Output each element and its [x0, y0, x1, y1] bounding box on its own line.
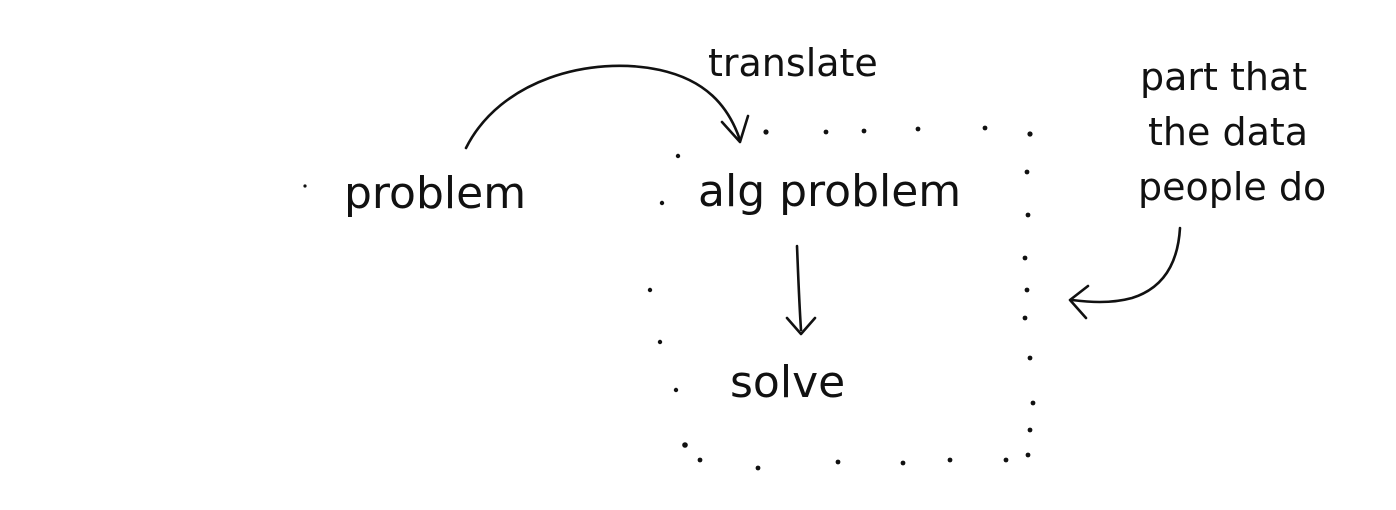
- annotation: part that the data people do: [1138, 55, 1326, 209]
- node-problem: problem: [344, 168, 526, 219]
- node-alg-problem: alg problem: [698, 166, 961, 217]
- annotation-line-2: the data: [1148, 110, 1308, 154]
- solve-arrow: [795, 244, 803, 332]
- annotation-arrowhead: [1068, 284, 1090, 320]
- translate-arrow: [464, 64, 742, 150]
- edge-label-translate: translate: [708, 41, 878, 85]
- dotted-boundary: [303, 125, 1036, 471]
- annotation-arrow: [1070, 226, 1182, 304]
- annotation-line-1: part that: [1140, 55, 1307, 99]
- solve-arrowhead: [785, 316, 817, 336]
- node-solve: solve: [730, 357, 845, 408]
- annotation-line-3: people do: [1138, 165, 1326, 209]
- translate-arrowhead: [720, 114, 750, 144]
